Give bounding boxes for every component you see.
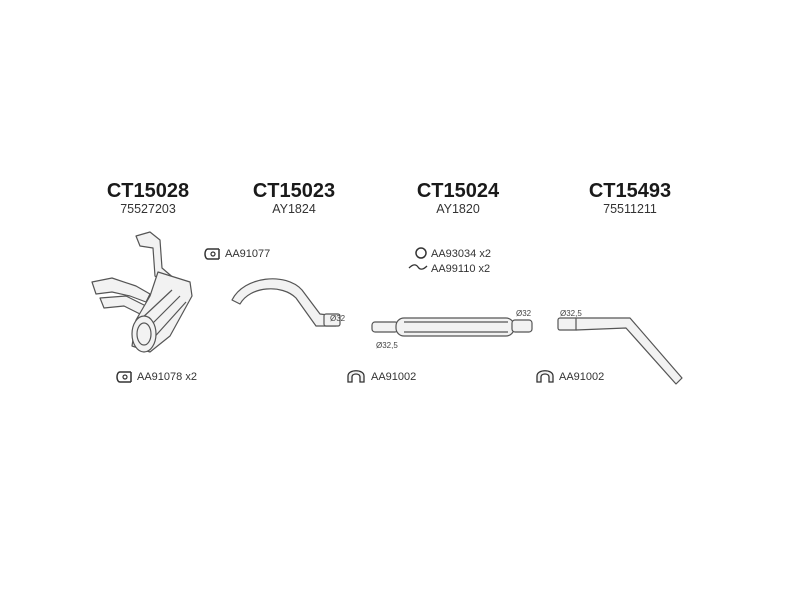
gasket-icon [536, 370, 554, 383]
clamp-icon [116, 371, 132, 383]
ct15493-tail-pipe-drawing [557, 317, 683, 385]
part-code-ct15024: CT15024 [416, 180, 500, 202]
diameter-label: Ø32,5 [376, 341, 398, 350]
accessory-label: AA91078 x2 [137, 371, 197, 383]
part-ref-ct15024: AY1820 [436, 202, 480, 216]
ct15028-front-pipe-drawing [91, 231, 193, 353]
ring-icon [415, 247, 427, 259]
ct15024-silencer-drawing [371, 317, 533, 337]
diameter-label: Ø32 [516, 309, 532, 318]
ct15023-bent-pipe-drawing [231, 278, 341, 327]
part-code-ct15493: CT15493 [588, 180, 672, 202]
accessory-label: AA93034 x2 [431, 248, 491, 260]
accessory-label: AA91002 [559, 371, 605, 383]
diameter-label: Ø32,5 [560, 309, 582, 318]
hanger-icon [408, 264, 428, 270]
diameter-label: Ø32 [330, 314, 346, 323]
accessory-label: AA91077 [225, 248, 271, 260]
part-ref-ct15493: 75511211 [603, 202, 657, 216]
part-ref-ct15023: AY1824 [272, 202, 316, 216]
gasket-icon [347, 370, 365, 383]
part-code-ct15023: CT15023 [252, 180, 336, 202]
clamp-icon [204, 248, 220, 260]
accessory-label: AA91002 [371, 371, 417, 383]
accessory-label: AA99110 x2 [431, 263, 491, 275]
part-code-ct15028: CT15028 [106, 180, 190, 202]
part-ref-ct15028: 75527203 [120, 202, 176, 216]
